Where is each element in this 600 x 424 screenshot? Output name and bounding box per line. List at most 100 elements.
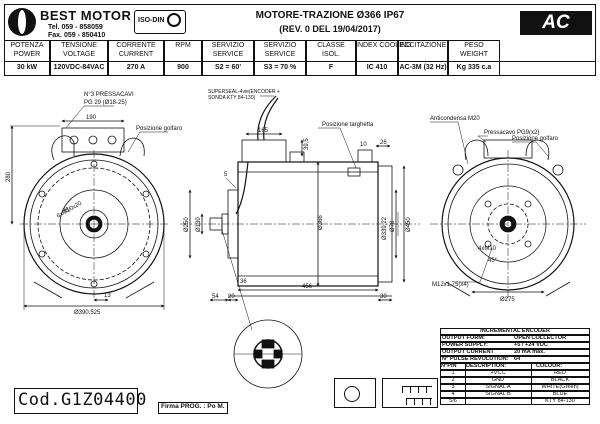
encoder-spec-row xyxy=(440,349,590,356)
spec-label-en: CURRENT xyxy=(118,51,154,58)
iso-badge xyxy=(134,10,186,34)
spec-cell xyxy=(202,40,254,76)
spec-label: ECCITAZIONE xyxy=(399,42,447,49)
pin-colour: BLACK xyxy=(550,377,570,383)
pin-colour: WHITE(Green) xyxy=(541,384,579,390)
dim-bolts-right: 4xM10 xyxy=(478,246,497,252)
side-view xyxy=(180,95,420,389)
left-end-view xyxy=(10,105,168,310)
pin-number: 5/6 xyxy=(449,398,457,404)
drawing-code: Cod.G1Z04400 xyxy=(18,390,147,410)
pin-number: 1 xyxy=(451,370,455,376)
dim-165: 165 xyxy=(258,128,269,134)
spec-cell xyxy=(108,40,164,76)
label-anticondensa: Anticondensa M20 xyxy=(430,116,480,122)
label-encoder-2: SONDA KTY 84-130) xyxy=(208,95,255,101)
spec-value: Kg 335 c.a xyxy=(456,64,492,71)
encoder-spec-value: 20 mA max. xyxy=(514,349,545,355)
label-pg29: PG 29 (Ø18-25) xyxy=(84,100,127,106)
dim-30: 30 xyxy=(380,294,387,300)
encoder-connector-icon xyxy=(344,386,360,402)
spec-label: CORRENTE xyxy=(116,42,156,49)
brand-fax: Fax. 059 - 850410 xyxy=(48,32,106,39)
signature: Firma PROG. : Po M. xyxy=(161,403,225,410)
encoder-spec-key: N° PULSE REVOLUTION: xyxy=(442,356,509,362)
spec-value: F xyxy=(328,64,334,71)
ac-badge xyxy=(520,11,592,35)
encoder-spec-value: +5 / +24 VDC xyxy=(514,342,548,348)
spec-divider xyxy=(4,61,596,62)
spec-label-en: SERVICE xyxy=(264,51,296,58)
dim-390: Ø390,525 xyxy=(74,310,101,316)
encoder-spec-value: 64 xyxy=(514,356,521,362)
dim-275: Ø275 xyxy=(500,297,515,303)
dim-bolts-left: 6xM10x20 xyxy=(56,200,84,219)
dim-366: Ø366 xyxy=(318,215,324,230)
spec-value: 30 kW xyxy=(16,64,38,71)
spec-label: TENSIONE xyxy=(61,42,97,49)
code-box xyxy=(14,388,138,414)
dim-54: 54 xyxy=(212,294,219,300)
ac-badge-label: AC xyxy=(542,12,570,33)
drawing-title: MOTORE-TRAZIONE Ø366 IP67 xyxy=(255,10,405,21)
dim-20: 20 xyxy=(228,294,235,300)
right-end-view xyxy=(430,121,586,300)
drawing-revision: (REV. 0 DEL 19/04/2017) xyxy=(279,24,381,34)
encoder-pin-row xyxy=(440,377,590,384)
pin-description: SIGNAL B xyxy=(485,391,511,397)
encoder-col-divider xyxy=(531,363,532,405)
spec-cell xyxy=(356,40,398,76)
spec-cell xyxy=(398,40,448,76)
dim-130: Ø130 xyxy=(196,217,202,232)
spec-value: AC-3M (32 Hz) xyxy=(399,64,447,71)
spec-value: S3 = 70 % xyxy=(263,64,297,71)
label-m12: M12x1,75(x4) xyxy=(432,282,469,288)
pin-number: 2 xyxy=(451,377,455,383)
label-encoder-1: SUPERSEAL-4vie(ENCODER + xyxy=(208,89,280,95)
brand-tel: Tel. 059 - 858059 xyxy=(48,24,103,31)
encoder-col-divider xyxy=(465,363,466,405)
dim-39-5: 39,5 xyxy=(304,138,310,150)
spec-value: 900 xyxy=(177,64,189,71)
encoder-spec-key: POWER SUPPLY: xyxy=(442,342,488,348)
label-targhetta: Posizione targhetta xyxy=(322,122,374,128)
spec-cell xyxy=(448,40,500,76)
spec-value: S2 = 60' xyxy=(215,64,241,71)
pin-number: 4 xyxy=(451,391,455,397)
signal-b-wave-icon xyxy=(406,398,432,405)
spec-label-en: WEIGHT xyxy=(460,51,488,58)
label-golfaro-right: Posizione golfaro xyxy=(512,136,559,142)
dim-36: 36 xyxy=(240,279,247,285)
pin-header-desc: DESCRIPTION: xyxy=(466,363,507,369)
dim-13: 13 xyxy=(104,293,111,299)
dim-5: 5 xyxy=(224,172,228,178)
spec-label-en: VOLTAGE xyxy=(62,51,96,58)
iso-gear-icon xyxy=(167,13,181,27)
brand-logo-mark xyxy=(18,10,26,34)
iso-label: ISO-DIN xyxy=(138,17,165,24)
dim-angle-left: 45° xyxy=(62,208,72,214)
encoder-spec-key: OUTPUT FORM: xyxy=(442,335,485,341)
spec-cell xyxy=(164,40,202,76)
encoder-spec-value: OPEN COLLECTOR xyxy=(514,335,567,341)
signal-a-wave-icon xyxy=(402,386,432,393)
pin-description: SIGNAL A xyxy=(485,384,511,390)
dim-10: 10 xyxy=(360,142,367,148)
encoder-spec-row xyxy=(440,335,590,342)
encoder-spec-row xyxy=(440,356,590,363)
pin-colour: BLUE xyxy=(552,391,568,397)
label-pressacavo: Pressacavo PG9(x2) xyxy=(484,130,539,136)
encoder-wiring-diagram-icon xyxy=(334,378,376,408)
pin-number: 3 xyxy=(451,384,455,390)
spec-cell xyxy=(50,40,108,76)
spec-value: IC 410 xyxy=(366,64,388,71)
encoder-title: INCREMENTAL ENCODER xyxy=(480,328,550,334)
spec-label: INDEX COOLING xyxy=(356,42,412,49)
dim-250: Ø250 xyxy=(184,217,190,232)
encoder-pin-row xyxy=(440,391,590,398)
spec-label-en: SERVICE xyxy=(212,51,244,58)
pin-description: +VCC xyxy=(490,370,506,376)
spec-label-en: ISOL. xyxy=(322,51,340,58)
pin-colour: KTY 84-130 xyxy=(545,398,575,404)
